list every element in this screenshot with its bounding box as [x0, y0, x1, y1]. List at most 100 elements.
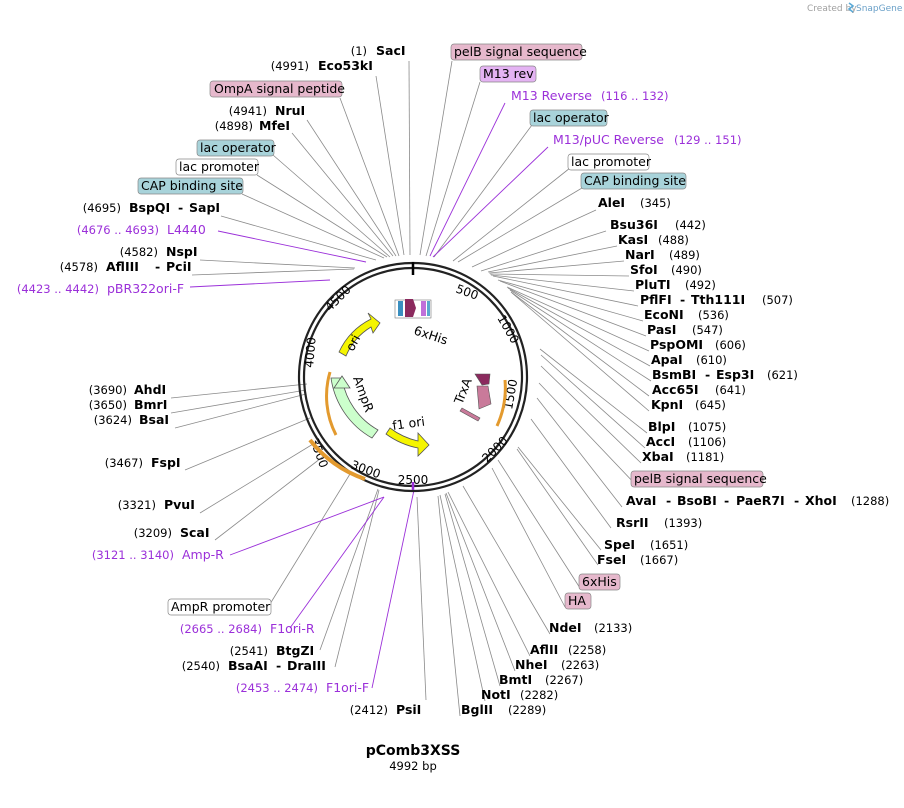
feature-label[interactable]: 6xHis: [582, 574, 617, 589]
enzyme-site[interactable]: SfoI: [630, 262, 658, 277]
enzyme-site[interactable]: BsmBI: [652, 367, 696, 382]
enzyme-site[interactable]: FseI: [597, 552, 626, 567]
feature-label[interactable]: M13 rev: [483, 66, 534, 81]
primer-arc-amp: [308, 438, 366, 481]
enzyme-site[interactable]: NruI: [275, 103, 305, 118]
brand-text: SnapGene: [856, 4, 903, 14]
primer-label[interactable]: F1ori-R: [270, 621, 315, 636]
primer-label[interactable]: F1ori-F: [326, 680, 369, 695]
site-position: (2263): [561, 658, 599, 672]
primer-position: (4423 .. 4442): [17, 282, 99, 296]
enzyme-site[interactable]: SapI: [189, 200, 220, 215]
site-position: (3624): [94, 413, 132, 427]
enzyme-site[interactable]: AccI: [646, 434, 675, 449]
feature-label[interactable]: pelB signal sequence: [634, 471, 767, 486]
feature-label[interactable]: lac promoter: [179, 159, 260, 174]
enzyme-site[interactable]: RsrII: [616, 515, 649, 530]
enzyme-site[interactable]: AvaI: [626, 493, 656, 508]
enzyme-site[interactable]: EcoNI: [644, 307, 684, 322]
feature-trxa: [459, 373, 492, 422]
enzyme-site[interactable]: NotI: [481, 687, 511, 702]
enzyme-site[interactable]: FspI: [151, 455, 181, 470]
name-separator: -: [680, 292, 685, 307]
enzyme-site[interactable]: AflIII: [106, 259, 139, 274]
enzyme-site[interactable]: NspI: [166, 244, 198, 259]
enzyme-site[interactable]: BsaI: [139, 412, 169, 427]
enzyme-site[interactable]: MfeI: [259, 118, 290, 133]
primer-label[interactable]: M13 Reverse: [511, 88, 592, 103]
enzyme-site[interactable]: PflFI: [640, 292, 672, 307]
enzyme-site[interactable]: BsoBI: [677, 493, 717, 508]
enzyme-site[interactable]: Esp3I: [716, 367, 754, 382]
feature-label[interactable]: lac operator: [533, 110, 610, 125]
enzyme-site[interactable]: BtgZI: [276, 643, 314, 658]
feature-ori: [338, 312, 381, 357]
site-position: (2412): [350, 703, 388, 717]
enzyme-site[interactable]: Acc65I: [652, 382, 699, 397]
enzyme-site[interactable]: ApaI: [651, 352, 683, 367]
enzyme-site[interactable]: NdeI: [549, 620, 582, 635]
site-position: (1393): [664, 516, 702, 530]
primer-position: (2453 .. 2474): [236, 681, 318, 695]
site-position: (610): [696, 353, 727, 367]
enzyme-site[interactable]: AleI: [598, 195, 625, 210]
enzyme-site[interactable]: PasI: [647, 322, 676, 337]
enzyme-site[interactable]: PluTI: [635, 277, 671, 292]
enzyme-site[interactable]: BmrI: [134, 397, 167, 412]
enzyme-site[interactable]: DraIII: [287, 658, 326, 673]
enzyme-site[interactable]: SpeI: [604, 537, 635, 552]
enzyme-site[interactable]: PciI: [166, 259, 192, 274]
primer-position: (129 .. 151): [674, 133, 742, 147]
enzyme-site[interactable]: NheI: [515, 657, 548, 672]
enzyme-site[interactable]: NarI: [625, 247, 655, 262]
enzyme-site[interactable]: SacI: [376, 43, 406, 58]
feature-label[interactable]: OmpA signal peptide: [214, 81, 345, 96]
feature-box: [175, 158, 259, 176]
site-position: (2540): [182, 659, 220, 673]
name-separator: -: [155, 259, 160, 274]
enzyme-site[interactable]: AhdI: [134, 382, 166, 397]
enzyme-site[interactable]: Bsu36I: [610, 217, 658, 232]
enzyme-site[interactable]: KasI: [618, 232, 648, 247]
feature-label[interactable]: CAP binding site: [141, 178, 243, 193]
name-separator: -: [276, 658, 281, 673]
name-separator: -: [666, 493, 671, 508]
enzyme-site[interactable]: BglII: [461, 702, 493, 717]
site-position: (621): [767, 368, 798, 382]
feature-label[interactable]: lac promoter: [571, 154, 652, 169]
enzyme-site[interactable]: ScaI: [180, 525, 210, 540]
site-position: (3650): [89, 398, 127, 412]
primer-label[interactable]: M13/pUC Reverse: [553, 132, 664, 147]
enzyme-site[interactable]: AflII: [530, 642, 558, 657]
feature-label[interactable]: AmpR promoter: [171, 599, 271, 614]
site-position: (3467): [105, 456, 143, 470]
enzyme-site[interactable]: Tth111I: [691, 292, 745, 307]
site-position: (4991): [271, 59, 309, 73]
enzyme-site[interactable]: PvuI: [164, 497, 195, 512]
primer-label[interactable]: L4440: [167, 222, 206, 237]
feature-label[interactable]: pelB signal sequence: [454, 44, 587, 59]
site-position: (3690): [89, 383, 127, 397]
primer-label[interactable]: pBR322ori-F: [107, 281, 184, 296]
enzyme-site[interactable]: BlpI: [648, 419, 675, 434]
feature-box: [564, 592, 592, 610]
enzyme-site[interactable]: PaeR7I: [736, 493, 785, 508]
enzyme-site[interactable]: Eco53kI: [318, 58, 373, 73]
feature-label[interactable]: lac operator: [200, 140, 277, 155]
enzyme-site[interactable]: BsaAI: [228, 658, 268, 673]
name-separator: -: [794, 493, 799, 508]
enzyme-site[interactable]: BmtI: [499, 672, 532, 687]
site-position: (4582): [120, 245, 158, 259]
feature-label[interactable]: HA: [568, 593, 586, 608]
site-position: (489): [669, 248, 700, 262]
feature-label[interactable]: CAP binding site: [584, 173, 686, 188]
primer-position: (2665 .. 2684): [180, 622, 262, 636]
feature-box: [196, 139, 275, 157]
enzyme-site[interactable]: BspQI: [129, 200, 170, 215]
primer-label[interactable]: Amp-R: [182, 547, 224, 562]
enzyme-site[interactable]: KpnI: [651, 397, 683, 412]
enzyme-site[interactable]: XbaI: [642, 449, 674, 464]
enzyme-site[interactable]: PsiI: [396, 702, 421, 717]
enzyme-site[interactable]: XhoI: [805, 493, 837, 508]
enzyme-site[interactable]: PspOMI: [650, 337, 703, 352]
